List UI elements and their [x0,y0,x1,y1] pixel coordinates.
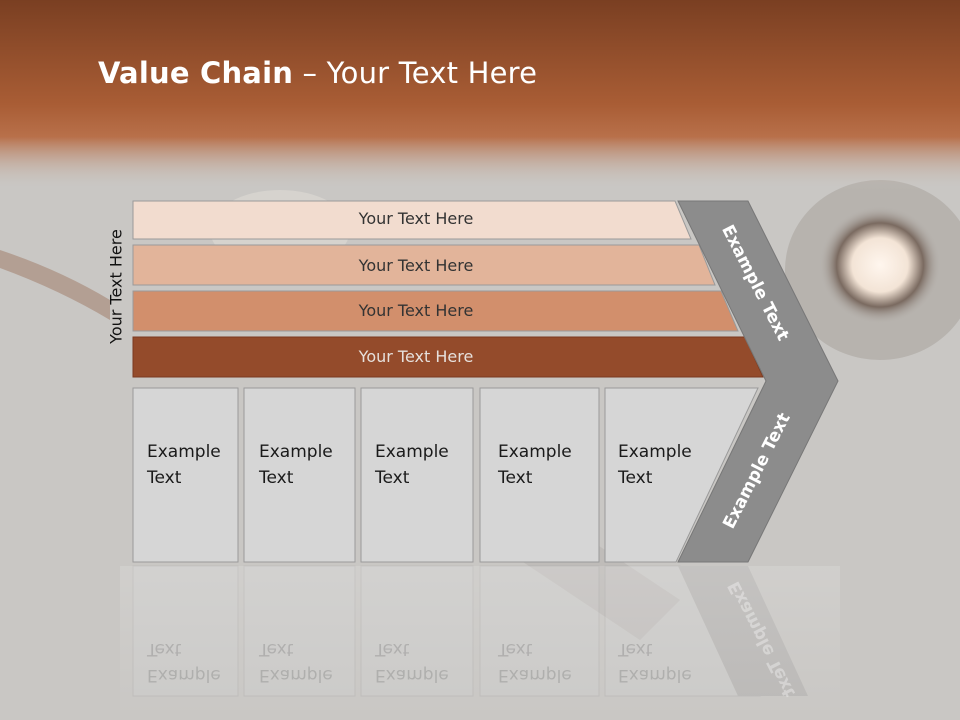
box-3-reflection-label: Example Text [375,636,449,688]
box-5-line1: Example [618,442,692,462]
box-3-label: Example Text [375,439,449,491]
box-1-label: Example Text [147,439,221,491]
box-4-line1: Example [498,442,572,462]
band-4-label: Your Text Here [358,347,474,366]
box-3-line2: Text [375,468,410,488]
box-5-shape [604,387,759,563]
box-4-shape [479,387,600,563]
box-4-reflection-label: Example Text [498,636,572,688]
box-5-reflection-line1: Example [618,665,692,685]
box-3-reflection-line2: Text [375,639,410,659]
box-1-shape [132,387,239,563]
box-1-reflection-line1: Example [147,665,221,685]
box-5-reflection-label: Example Text [618,636,692,688]
box-3-reflection-line1: Example [375,665,449,685]
box-1-reflection-line2: Text [147,639,182,659]
box-1-line2: Text [147,468,182,488]
box-2-shape [243,387,356,563]
title-rest: – Your Text Here [293,56,538,90]
box-5-label: Example Text [618,439,692,491]
band-3-shape [132,290,739,332]
box-2-reflection-label: Example Text [259,636,333,688]
title-bold: Value Chain [98,56,294,90]
box-4-reflection-line2: Text [498,639,533,659]
chevron-arrow [677,200,839,563]
box-2-line2: Text [259,468,294,488]
band-2-shape [132,244,716,286]
band-1-shape [132,200,692,240]
box-3-shape [360,387,474,563]
box-2-label: Example Text [259,439,333,491]
box-5-line2: Text [618,468,653,488]
band-3-label: Your Text Here [358,301,474,320]
band-2-label: Your Text Here [358,256,474,275]
box-1-line1: Example [147,442,221,462]
box-4-line2: Text [498,468,533,488]
box-3-line1: Example [375,442,449,462]
slide-title: Value Chain – Your Text Here [98,56,537,90]
box-4-label: Example Text [498,439,572,491]
band-4-shape [132,336,764,378]
box-4-reflection-line1: Example [498,665,572,685]
box-1-reflection-label: Example Text [147,636,221,688]
box-5-reflection-line2: Text [618,639,653,659]
box-2-reflection-line1: Example [259,665,333,685]
box-2-line1: Example [259,442,333,462]
box-2-reflection-line2: Text [259,639,294,659]
band-1-label: Your Text Here [358,209,474,228]
